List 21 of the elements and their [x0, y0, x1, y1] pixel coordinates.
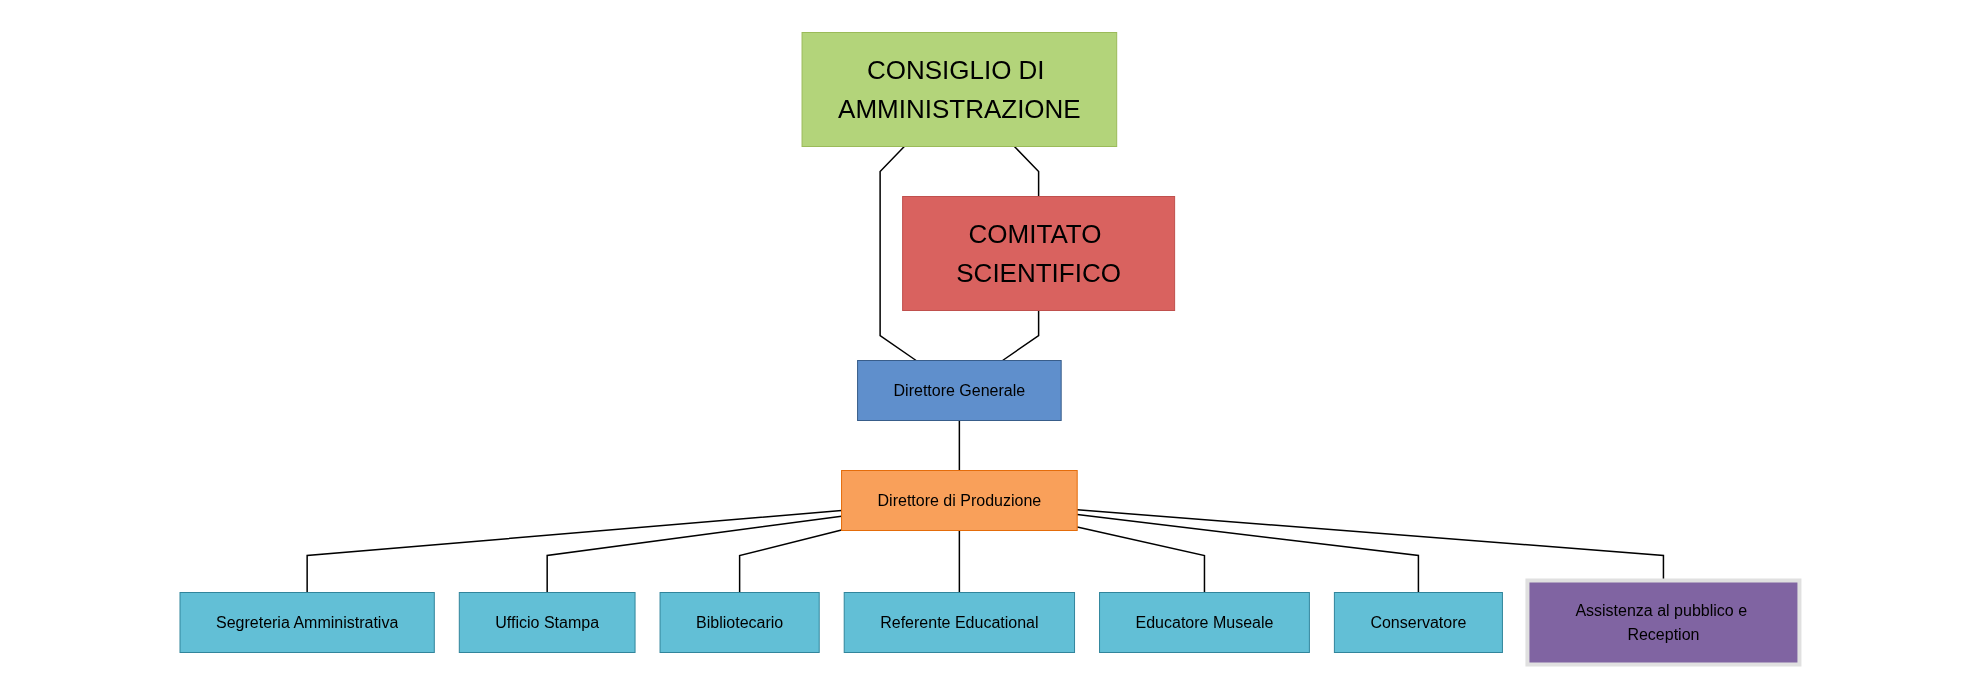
connector	[1013, 145, 1040, 198]
node-box: Direttore Generale	[856, 360, 1062, 421]
connector	[958, 529, 960, 594]
node-box: Direttore di Produzione	[840, 470, 1078, 531]
node-box: Bibliotecario	[659, 592, 820, 653]
node-box: Ufficio Stampa	[458, 592, 636, 653]
node-box: Educatore Museale	[1098, 592, 1310, 653]
connector	[879, 145, 917, 362]
connector	[1076, 513, 1419, 594]
connector	[1001, 309, 1040, 362]
node-box: COMITATO SCIENTIFICO	[901, 196, 1175, 311]
connector	[546, 515, 843, 594]
connector	[738, 529, 843, 594]
node-box: Segreteria Amministrativa	[179, 592, 435, 653]
node-box: Conservatore	[1333, 592, 1503, 653]
node-box: CONSIGLIO DI AMMINISTRAZIONE	[801, 32, 1117, 147]
node-box: Assistenza al pubblico e Reception	[1525, 578, 1802, 667]
connector	[1076, 526, 1205, 594]
connector	[306, 509, 843, 594]
node-box: Referente Educational	[843, 592, 1075, 653]
connector	[958, 419, 960, 472]
